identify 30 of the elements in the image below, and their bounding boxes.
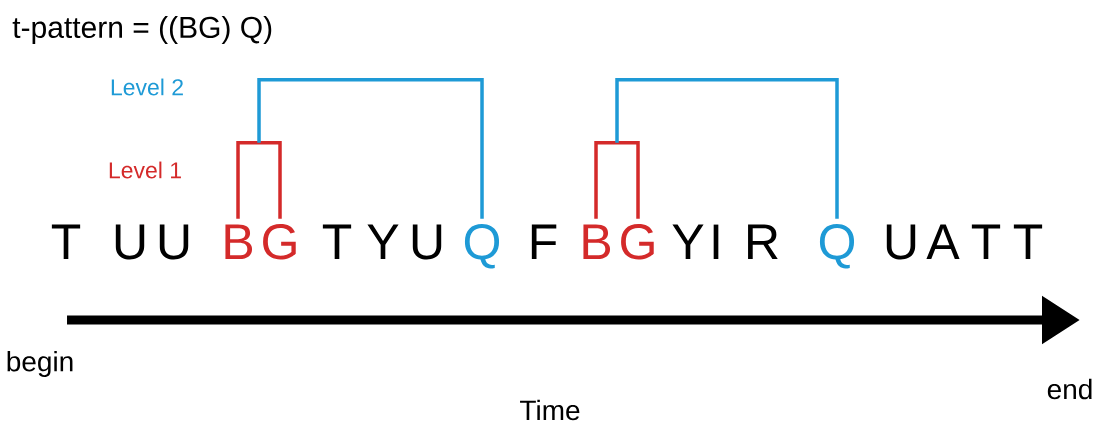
sequence-letter: B [583, 224, 611, 259]
title: t-pattern = ((BG) Q) [12, 16, 272, 44]
sequence-letter: A [926, 224, 960, 259]
sequence-letter: F [531, 224, 557, 259]
sequence-letter: B [225, 224, 253, 259]
axis-label: Time [520, 399, 580, 421]
sequence-letter: U [159, 224, 189, 260]
sequence-letter: I [713, 224, 719, 259]
sequence-letter: U [115, 224, 145, 260]
bracket [615, 78, 839, 219]
level-label: Level 2 [111, 78, 183, 96]
sequence-letter: R [748, 224, 778, 259]
sequence-letter: T [1013, 224, 1043, 259]
sequence-letter: Q [464, 224, 500, 269]
sequence-letter: T [971, 224, 1001, 259]
axis-label: begin [7, 350, 73, 378]
sequence-letter: T [51, 224, 81, 259]
sequence-letter: Q [819, 224, 855, 269]
sequence-letter: G [263, 224, 296, 260]
sequence-letter: U [412, 224, 442, 260]
sequence-letter: Y [672, 224, 704, 259]
bracket [257, 78, 484, 219]
bracket [594, 141, 640, 219]
bracket [236, 141, 282, 219]
sequence-letter: T [322, 224, 352, 259]
sequence-letter: U [886, 224, 916, 260]
level-label: Level 1 [109, 161, 181, 179]
sequence-letter: G [621, 224, 654, 260]
axis-label: end [1047, 378, 1092, 400]
sequence-letter: Y [367, 224, 399, 259]
